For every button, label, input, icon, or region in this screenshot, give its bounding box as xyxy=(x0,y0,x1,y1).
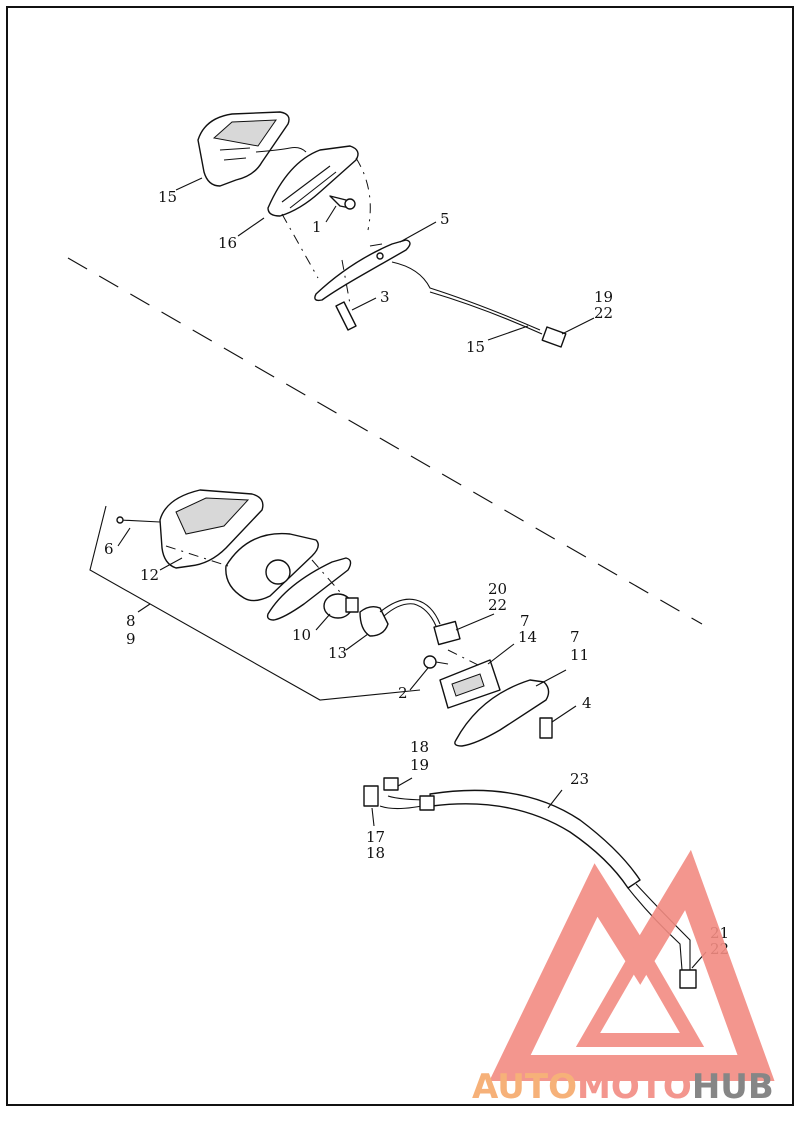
callout-16: 16 xyxy=(218,234,237,252)
callout-13: 13 xyxy=(328,644,347,662)
callout-6: 6 xyxy=(104,540,114,558)
upper-lamp-assembly xyxy=(197,111,567,348)
lamp-bracket xyxy=(267,145,359,217)
callout-22b: 22 xyxy=(488,596,507,614)
gasket xyxy=(266,557,352,621)
callout-19b: 19 xyxy=(410,756,429,774)
watermark-triangle-outer xyxy=(489,849,775,1081)
callout-14: 14 xyxy=(518,628,537,646)
watermark-triangle-inner xyxy=(575,936,705,1047)
watermark-text-hub: HUB xyxy=(692,1067,774,1107)
connector-17-18 xyxy=(363,785,379,807)
screw-6 xyxy=(119,519,161,523)
callout-19a: 19 xyxy=(594,288,613,306)
callout-18b: 18 xyxy=(366,844,385,862)
watermark-text-moto: MOTO xyxy=(577,1067,692,1107)
leader-lines xyxy=(117,177,707,969)
callout-20: 20 xyxy=(488,580,507,598)
screw-2 xyxy=(423,655,437,669)
callout-22a: 22 xyxy=(594,304,613,322)
callout-2: 2 xyxy=(398,684,408,702)
callout-3: 3 xyxy=(380,288,390,306)
connector-19-22 xyxy=(541,326,567,348)
callout-17: 17 xyxy=(366,828,385,846)
socket xyxy=(359,605,389,637)
callout-18a: 18 xyxy=(410,738,429,756)
callout-9: 9 xyxy=(126,630,136,648)
svg-text:AUTOMOTOHUB: AUTOMOTOHUB xyxy=(472,1067,774,1107)
callout-labels: 15 16 1 5 3 19 22 15 6 12 8 9 10 13 20 2… xyxy=(104,188,729,958)
connector-20-22 xyxy=(433,620,461,646)
screw-3 xyxy=(335,301,357,331)
lower-lamp-assembly xyxy=(89,489,553,747)
callout-15b: 15 xyxy=(466,338,485,356)
diagram-border xyxy=(6,6,794,1106)
callout-11: 11 xyxy=(570,646,589,664)
callout-8: 8 xyxy=(126,612,136,630)
connector-21-22 xyxy=(679,969,697,989)
callout-7b: 7 xyxy=(570,628,580,646)
harness-sleeve xyxy=(429,789,641,889)
connector-18-19 xyxy=(383,777,399,791)
callout-15a: 15 xyxy=(158,188,177,206)
separator-dash-line xyxy=(67,257,703,625)
mounting-plate xyxy=(314,239,411,302)
callout-10: 10 xyxy=(292,626,311,644)
wiring-harness xyxy=(363,777,697,989)
callout-1: 1 xyxy=(312,218,322,236)
lens-11 xyxy=(454,679,550,747)
callout-5: 5 xyxy=(440,210,450,228)
watermark-logo: AUTOMOTOHUB xyxy=(472,849,775,1107)
callout-7a: 7 xyxy=(520,612,530,630)
watermark-text-auto: AUTO xyxy=(472,1067,577,1107)
clip-4 xyxy=(539,717,553,739)
callout-4: 4 xyxy=(582,694,592,712)
callout-12: 12 xyxy=(140,566,159,584)
lamp-lens xyxy=(212,119,277,147)
callout-23: 23 xyxy=(570,770,589,788)
